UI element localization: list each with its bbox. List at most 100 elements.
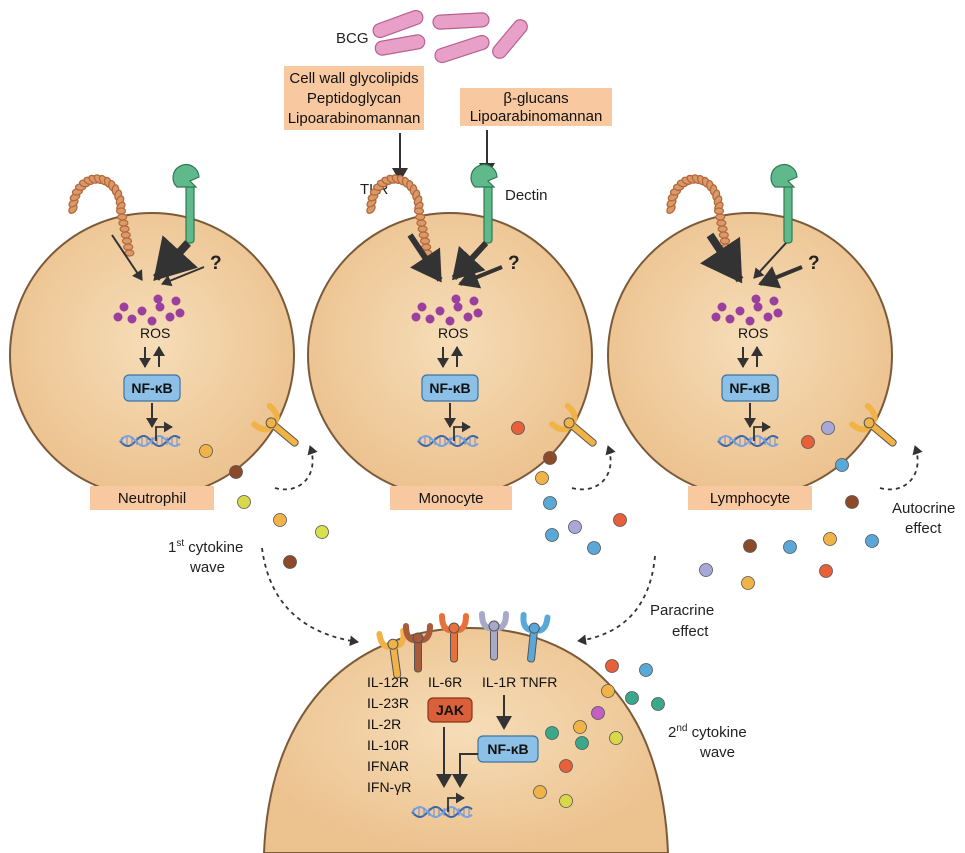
receptor-list-5: IFN-γR: [367, 779, 411, 795]
dectin-head: [470, 164, 498, 188]
monocyte-cytokine-receptor: [549, 402, 597, 447]
jak-box: [427, 697, 473, 723]
neutrophil-cytokine-receptor: [251, 402, 299, 447]
neutrophil-ros-label: ROS: [140, 325, 170, 341]
neutrophil-ros-dot: [171, 296, 181, 306]
lymphocyte-ros-dot: [717, 302, 727, 312]
cytokine-10: [568, 520, 582, 534]
monocyte-tlr-arrow: [407, 233, 443, 283]
il12r-receptor: [376, 627, 407, 679]
lymphocyte-dna: [717, 421, 779, 448]
cytokines-layer: [199, 421, 879, 808]
ligand-1-b: Peptidoglycan: [307, 90, 401, 107]
bcg-bacteria: [372, 9, 528, 64]
monocyte-unknown-arrow: [458, 265, 503, 289]
lymphocyte-unknown-label: ?: [808, 253, 820, 274]
neutrophil-nfkb-label: NF-κB: [131, 380, 172, 396]
tlr-stalk-segment: [118, 219, 129, 227]
dna-strand-b: [717, 434, 779, 448]
cytokine-35: [559, 759, 573, 773]
receptor-list-4: IFNAR: [367, 758, 409, 774]
monocyte-nfkb-box: [421, 374, 479, 402]
lymphocyte-ros-dot: [751, 294, 761, 304]
neutrophil-dna: [119, 421, 181, 448]
transcription-arrow: [447, 792, 465, 812]
monocyte-ros-dot: [417, 302, 427, 312]
neutrophil-ros-dot: [153, 294, 163, 304]
lymphocyte-cytokine-receptor: [849, 402, 897, 447]
ligand-2-b: Lipoarabinomannan: [470, 108, 603, 125]
bacterium-3: [374, 34, 426, 56]
autocrine-label-2: effect: [905, 520, 942, 537]
neutrophil-dectin-arrow: [153, 235, 199, 281]
cytokine-4: [315, 525, 329, 539]
tlr-stalk-segment: [115, 207, 127, 215]
cytokine-16: [835, 458, 849, 472]
monocyte-ros-dot: [463, 312, 473, 322]
first-wave-line1: 1st cytokine: [168, 538, 243, 556]
tnfr-label: TNFR: [520, 674, 557, 690]
bacterium-1: [372, 9, 424, 39]
cytokine-3: [273, 513, 287, 527]
lymphocyte-ros-dot: [745, 316, 755, 326]
lymphocyte-ros-label: ROS: [738, 325, 768, 341]
dna-strand-b: [417, 434, 479, 448]
lymphocyte-ros-dot: [773, 308, 783, 318]
cytokine-25: [605, 659, 619, 673]
autocrine-label-1: Autocrine: [892, 500, 955, 517]
neutrophil-ros-dot: [155, 302, 165, 312]
dectin-head: [172, 164, 200, 188]
cytokine-31: [573, 720, 587, 734]
neutrophil-ros-dot: [119, 302, 129, 312]
monocyte-nfkb-label: NF-κB: [429, 380, 470, 396]
transcription-arrow: [155, 421, 173, 441]
monocyte-dectin-receptor: [470, 164, 498, 244]
autocrine-arrow-2: [571, 445, 616, 491]
first-wave-arrow: [261, 547, 359, 647]
first-wave-line2: wave: [189, 559, 225, 576]
receptor-knob: [387, 638, 399, 650]
bottom-dna-helix: [411, 792, 473, 819]
tlr-stalk-segment: [718, 231, 729, 239]
tlr-stalk-segment: [419, 237, 431, 245]
monocyte-ros-dot: [411, 312, 421, 322]
monocyte-ros-dot: [451, 294, 461, 304]
il6r-receptor-a: [403, 623, 433, 673]
cytokine-22: [699, 563, 713, 577]
cytokine-12: [545, 528, 559, 542]
cytokine-5: [283, 555, 297, 569]
receptor-knob: [265, 417, 277, 429]
cytokine-2: [237, 495, 251, 509]
cytokine-20: [823, 532, 837, 546]
tlr-stalk-segment: [417, 225, 428, 233]
monocyte-dna: [417, 421, 479, 448]
tlr-stalk-segment: [421, 243, 432, 251]
il1r-label: IL-1R: [482, 674, 516, 690]
lymphocyte-ros-dot: [711, 312, 721, 322]
receptor-knob: [412, 632, 424, 644]
ligand-box-2: [460, 88, 612, 126]
cytokine-6: [511, 421, 525, 435]
monocyte-ros-dot: [445, 316, 455, 326]
dna-strand-a: [717, 434, 779, 448]
cytokine-34: [575, 736, 589, 750]
receptor-list-1: IL-23R: [367, 695, 409, 711]
cytokine-24: [819, 564, 833, 578]
tlr-stalk-segment: [119, 225, 130, 233]
neutrophil-ros-dot: [165, 312, 175, 322]
neutrophil-box: [90, 486, 214, 510]
neutrophil-unknown-label: ?: [210, 253, 222, 274]
cytokine-9: [543, 496, 557, 510]
monocyte-ros-dot: [469, 296, 479, 306]
cytokine-19: [783, 540, 797, 554]
cytokine-36: [533, 785, 547, 799]
tlr-stalk-segment: [117, 213, 128, 221]
tlr-stalk-segment: [716, 219, 727, 227]
neutrophil-cell: ? ROS NF-κB: [9, 164, 299, 498]
cytokine-1: [229, 465, 243, 479]
neutrophil-dectin-receptor: [172, 164, 200, 244]
cytokine-13: [587, 541, 601, 555]
neutrophil-ros-dot: [137, 306, 147, 316]
lymphocyte-box: [688, 486, 812, 510]
neutrophil-unknown-arrow: [161, 266, 205, 287]
